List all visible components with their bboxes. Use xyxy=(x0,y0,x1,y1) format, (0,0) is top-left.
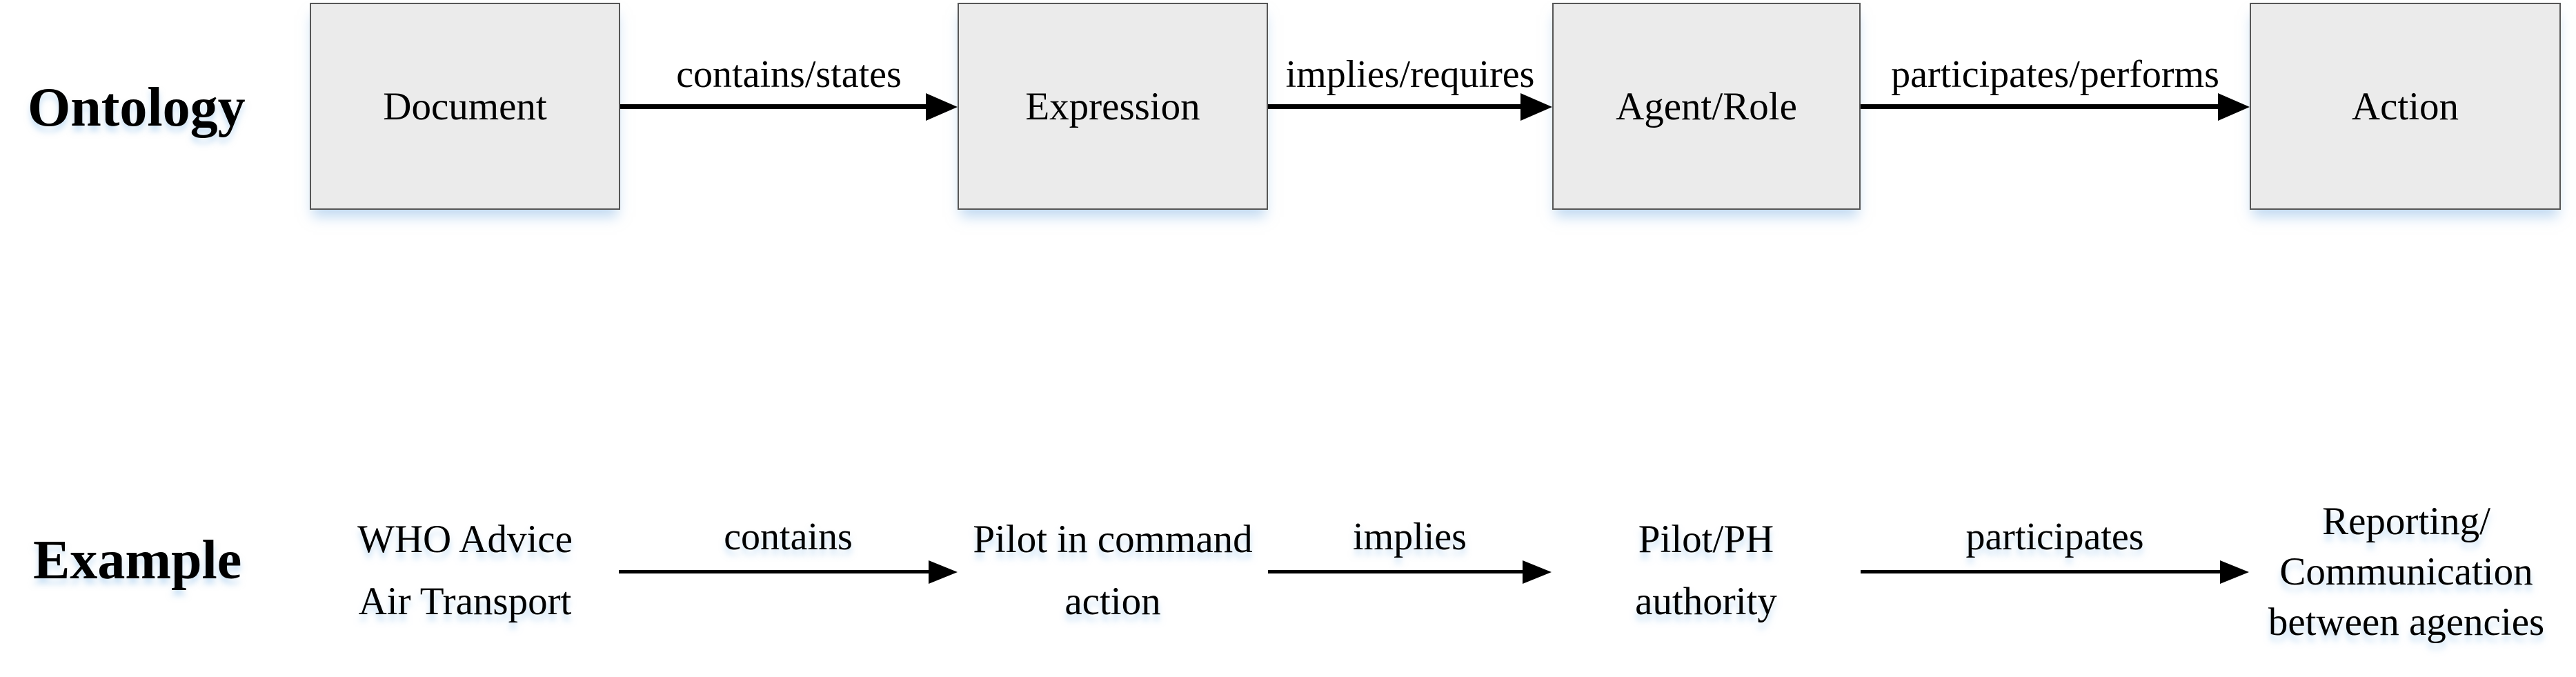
example-node-line: Air Transport xyxy=(358,580,572,623)
example-node-line: Reporting/ xyxy=(2322,500,2490,543)
example-node-line: between agencies xyxy=(2268,600,2545,644)
node-label-agent-role: Agent/Role xyxy=(1616,84,1797,128)
arrow-shaft xyxy=(620,104,930,109)
edge-label-contains: contains xyxy=(724,516,853,558)
arrow-agent-role-to-action xyxy=(1861,93,2250,121)
arrow-shaft xyxy=(1268,104,1525,109)
node-box-action: Action xyxy=(2250,3,2561,210)
arrow-document-to-expression xyxy=(620,93,958,121)
example-node-pilot-ph-authority: Pilot/PH authority xyxy=(1547,509,1865,633)
arrowhead-right-icon xyxy=(1520,93,1552,121)
arrow-shaft xyxy=(1861,104,2222,109)
example-node-line: authority xyxy=(1635,580,1777,623)
arrow-pilot-ph-to-reporting xyxy=(1861,560,2249,584)
arrowhead-right-icon xyxy=(2220,560,2249,584)
arrow-shaft xyxy=(1861,570,2224,573)
arrow-shaft xyxy=(619,570,933,573)
edge-label-implies-requires: implies/requires xyxy=(1285,53,1535,96)
example-node-line: Pilot/PH xyxy=(1638,518,1774,561)
node-box-agent-role: Agent/Role xyxy=(1552,3,1861,210)
example-node-line: WHO Advice xyxy=(357,518,573,561)
arrowhead-right-icon xyxy=(1523,560,1552,584)
example-row-label: Example xyxy=(33,530,242,591)
example-node-pilot-in-command: Pilot in command action xyxy=(954,509,1271,633)
edge-label-implies: implies xyxy=(1353,516,1467,558)
arrowhead-right-icon xyxy=(929,560,958,584)
node-label-document: Document xyxy=(383,84,547,128)
example-node-line: action xyxy=(1064,580,1161,623)
arrow-pilot-in-command-to-pilot-ph xyxy=(1268,560,1552,584)
example-node-who-advice: WHO Advice Air Transport xyxy=(306,509,624,633)
node-label-expression: Expression xyxy=(1025,84,1200,128)
example-node-line: Communication xyxy=(2279,550,2533,593)
example-node-reporting-communication: Reporting/ Communication between agencie… xyxy=(2240,496,2573,647)
edge-label-participates-performs: participates/performs xyxy=(1891,53,2219,96)
arrow-shaft xyxy=(1268,570,1527,573)
node-box-document: Document xyxy=(310,3,620,210)
edge-label-contains-states: contains/states xyxy=(676,53,902,96)
example-node-line: Pilot in command xyxy=(973,518,1253,561)
arrow-who-advice-to-pilot-in-command xyxy=(619,560,958,584)
arrowhead-right-icon xyxy=(926,93,958,121)
edge-label-participates: participates xyxy=(1965,516,2144,558)
node-label-action: Action xyxy=(2351,84,2459,128)
arrowhead-right-icon xyxy=(2218,93,2250,121)
ontology-row-label: Ontology xyxy=(28,77,246,138)
node-box-expression: Expression xyxy=(958,3,1268,210)
arrow-expression-to-agent-role xyxy=(1268,93,1552,121)
